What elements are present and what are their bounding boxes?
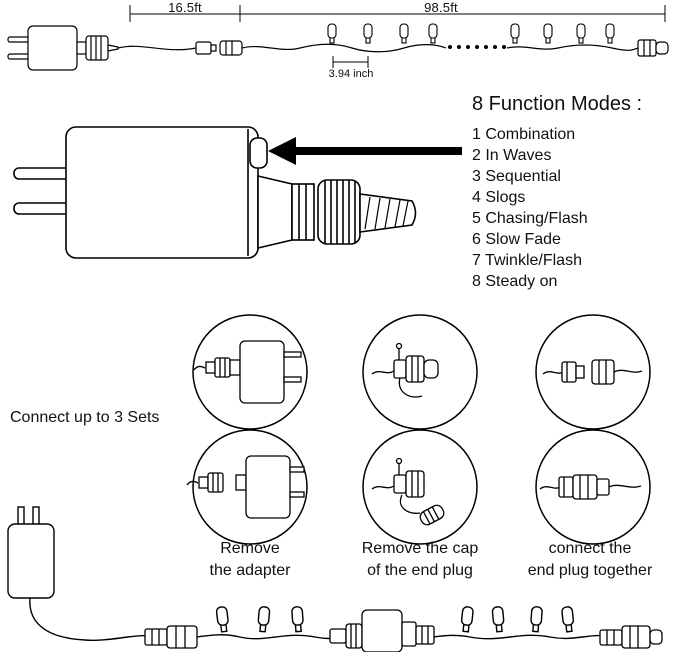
- bottom-connector-pair-left: [144, 625, 198, 649]
- step3-plugs-joined-art: [539, 474, 642, 500]
- top-bulbs: [327, 23, 615, 44]
- mode-button-arrow: [268, 137, 462, 165]
- step-caption-2-line2: of the end plug: [367, 562, 473, 579]
- mode-item-1: 1 Combination: [472, 126, 576, 143]
- bottom-end-plug-pair: [599, 625, 663, 649]
- top-end-plug: [637, 39, 669, 57]
- step-caption-3-line1: connect the: [548, 540, 632, 557]
- top-connector-pair: [195, 40, 243, 56]
- step-caption-3: connect the end plug together: [515, 538, 665, 582]
- step1-adapter-removed-art: [186, 455, 305, 519]
- top-dimension-lines: [129, 5, 666, 22]
- step2-endplug-cap-on-art: [371, 342, 439, 398]
- bottom-wall-plug: [7, 506, 55, 599]
- continuation-dots: [448, 45, 506, 49]
- lead-length-label: 16.5ft: [168, 0, 202, 15]
- bottom-bulbs-left: [215, 605, 305, 633]
- step-caption-2-line1: Remove the cap: [361, 540, 479, 557]
- step2-endplug-cap-off-art: [371, 457, 445, 526]
- main-adapter-drawing: [13, 126, 417, 259]
- connect-heading: Connect up to 3 Sets: [10, 409, 160, 426]
- step1-adapter-attached-art: [193, 340, 302, 404]
- mode-item-6: 6 Slow Fade: [472, 231, 561, 248]
- top-adapter: [7, 25, 119, 71]
- step-caption-3-line2: end plug together: [527, 562, 653, 579]
- mode-item-3: 3 Sequential: [472, 168, 561, 185]
- mode-item-4: 4 Slogs: [472, 189, 526, 206]
- step3-plugs-apart-art: [542, 359, 643, 385]
- modes-list: 1 Combination 2 In Waves 3 Sequential 4 …: [472, 124, 588, 292]
- step-caption-1-line2: the adapter: [209, 562, 291, 579]
- bottom-center-adapter: [329, 609, 435, 652]
- bottom-bulbs-right: [459, 605, 576, 633]
- mode-item-2: 2 In Waves: [472, 147, 552, 164]
- modes-title: 8 Function Modes :: [472, 93, 643, 115]
- mode-item-8: 8 Steady on: [472, 273, 558, 290]
- mode-item-7: 7 Twinkle/Flash: [472, 252, 582, 269]
- step-caption-1: Remove the adapter: [175, 538, 325, 582]
- step-circles: [192, 314, 651, 545]
- string-length-label: 98.5ft: [424, 0, 458, 15]
- top-wires: [117, 43, 639, 53]
- bulb-spacing-bracket: [332, 56, 369, 68]
- step-caption-2: Remove the cap of the end plug: [345, 538, 495, 582]
- bulb-spacing-label: 3.94 inch: [328, 68, 374, 80]
- mode-item-5: 5 Chasing/Flash: [472, 210, 588, 227]
- step-caption-1-line1: Remove: [220, 540, 280, 557]
